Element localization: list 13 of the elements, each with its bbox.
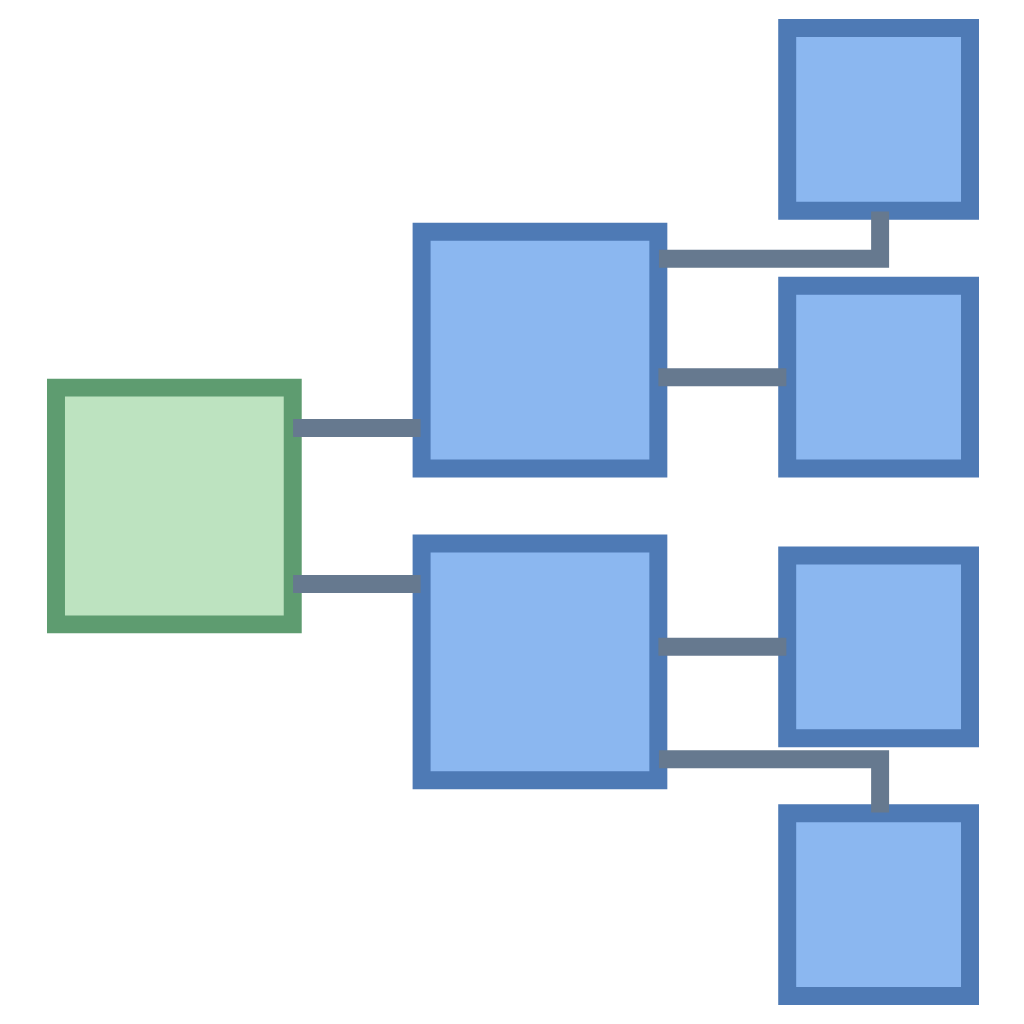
connector (657, 637, 786, 656)
connector (657, 211, 889, 268)
node-box (777, 804, 978, 1005)
node-box (777, 546, 978, 748)
node-box (411, 222, 667, 478)
connector (292, 574, 420, 593)
node-box (777, 19, 978, 220)
node-box (777, 276, 978, 478)
node-box (411, 534, 667, 790)
node-box (46, 378, 301, 634)
connector (657, 750, 889, 813)
connector (657, 368, 786, 387)
connector (292, 419, 420, 438)
